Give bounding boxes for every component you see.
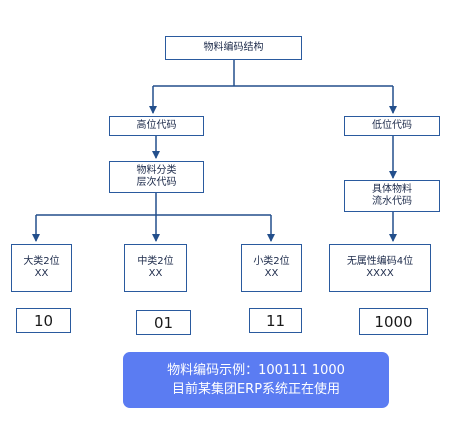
- large-class-code-value: 10: [33, 311, 54, 330]
- example-line1: 物料编码示例：100111 1000: [167, 363, 345, 378]
- middle-class-line2: XX: [148, 268, 163, 279]
- large-class-node: 大类2位 XX: [11, 244, 72, 292]
- large-class-code: 10: [16, 308, 71, 333]
- small-class-line1: 小类2位: [253, 256, 290, 267]
- serial-code-line2: 流水代码: [372, 196, 412, 207]
- small-class-code-value: 11: [265, 311, 286, 330]
- middle-class-node: 中类2位 XX: [124, 244, 187, 292]
- serial-code-node: 具体物料 流水代码: [344, 180, 440, 212]
- small-class-node: 小类2位 XX: [241, 244, 302, 292]
- example-line2: 目前某集团ERP系统正在使用: [171, 382, 341, 397]
- middle-class-code: 01: [136, 310, 191, 335]
- no-attr-line1: 无属性编码4位: [346, 256, 414, 267]
- small-class-code: 11: [249, 308, 302, 333]
- no-attr-code: 1000: [359, 308, 428, 335]
- category-level-node: 物料分类 层次代码: [109, 161, 204, 193]
- no-attr-line2: XXXX: [366, 268, 394, 279]
- root-node: 物料编码结构: [165, 36, 302, 60]
- category-level-line2: 层次代码: [136, 177, 177, 188]
- no-attr-code-value: 1000: [374, 312, 413, 331]
- middle-class-code-value: 01: [153, 313, 174, 332]
- category-level-line1: 物料分类: [136, 165, 177, 176]
- small-class-line2: XX: [264, 268, 279, 279]
- high-code-label: 高位代码: [136, 120, 177, 131]
- large-class-line1: 大类2位: [23, 256, 60, 267]
- high-code-node: 高位代码: [109, 116, 204, 136]
- no-attr-node: 无属性编码4位 XXXX: [329, 244, 431, 292]
- middle-class-line1: 中类2位: [137, 256, 174, 267]
- low-code-node: 低位代码: [344, 116, 440, 136]
- root-label: 物料编码结构: [203, 42, 264, 53]
- large-class-line2: XX: [34, 268, 49, 279]
- serial-code-line1: 具体物料: [372, 184, 412, 195]
- low-code-label: 低位代码: [372, 120, 412, 131]
- example-callout: 物料编码示例：100111 1000 目前某集团ERP系统正在使用: [123, 352, 389, 408]
